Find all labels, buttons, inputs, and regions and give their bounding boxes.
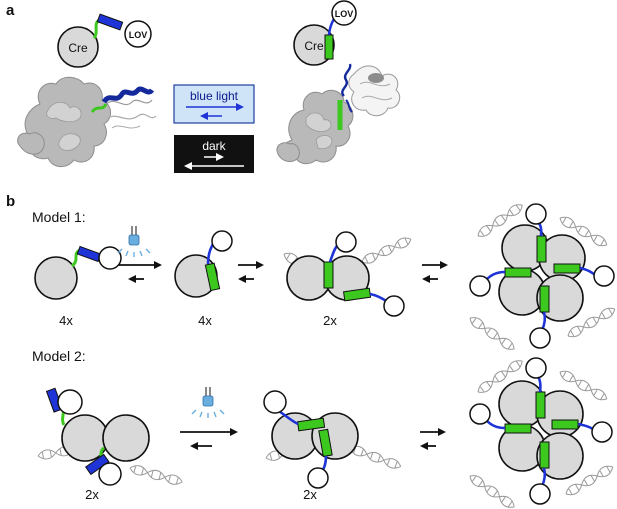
panel-a-right-structure [276, 63, 401, 165]
panel-a-left-cartoon: Cre LOV [57, 13, 152, 68]
model1-count-2: 4x [198, 313, 212, 328]
model1-count-3: 2x [323, 313, 337, 328]
light-bulb-icon [117, 225, 151, 258]
cre-domain-left [57, 26, 99, 68]
model1-monomer-lit [174, 230, 233, 298]
panel-a-label: a [6, 2, 15, 19]
panel-a-right-cartoon: Cre LOV [293, 0, 357, 66]
dark-box: dark [174, 135, 254, 173]
panel-b-label: b [6, 193, 15, 210]
jalpha-helix-left [92, 18, 101, 39]
lov-domain-right [331, 0, 357, 26]
model2-count-2: 2x [303, 487, 317, 502]
model2-title: Model 2: [32, 348, 86, 364]
cre-label-left: Cre [68, 41, 88, 55]
light-bulb-icon-2 [191, 386, 225, 419]
model1-count-1: 4x [59, 313, 73, 328]
blue-light-label: blue light [190, 89, 239, 103]
blue-light-box: blue light [173, 84, 255, 124]
model1-title: Model 1: [32, 209, 86, 225]
panel-a-left-structure [17, 76, 157, 167]
model1-monomer-dark [34, 245, 122, 300]
lov-label-left: LOV [129, 30, 148, 40]
model2-dimer-dark [36, 387, 184, 487]
dark-label: dark [202, 139, 226, 153]
lov-label-right: LOV [335, 9, 354, 19]
lov-helix-left [96, 13, 124, 31]
cre-domain-right [293, 24, 335, 66]
model1-dimer [281, 231, 414, 317]
jalpha-helix-right [324, 34, 334, 60]
lov-domain-left [124, 20, 152, 48]
model2-count-1: 2x [85, 487, 99, 502]
model1-tetramer [466, 200, 617, 354]
model2-dimer-lit [263, 390, 403, 489]
cre-label-right: Cre [304, 39, 324, 53]
model2-tetramer [466, 356, 616, 509]
